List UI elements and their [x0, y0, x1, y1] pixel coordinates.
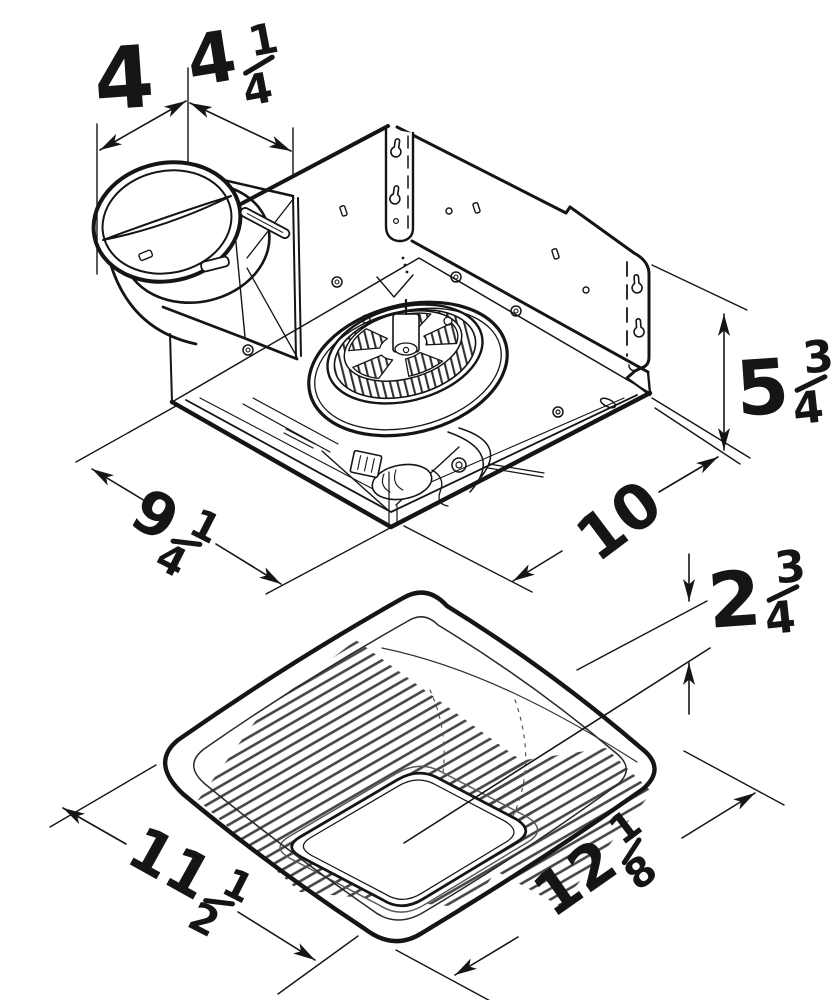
lens-leader-line [403, 647, 711, 844]
housing-dimension-lines [75, 67, 751, 595]
dim-fraction: 1 4 [238, 12, 283, 117]
dim-duct-offset: 4 1 4 [181, 12, 283, 117]
dim-value: 2 [704, 553, 764, 646]
dim-fraction: 3 4 [789, 330, 833, 436]
dim-duct-diameter: 4 [90, 27, 158, 131]
grille-dimension-lines [49, 553, 785, 1000]
dim-grille-height: 2 3 4 [704, 541, 808, 646]
dim-value: 5 [732, 341, 792, 434]
fan-housing-drawing [75, 67, 751, 595]
dim-value: 4 [90, 27, 158, 131]
dim-fraction: 3 4 [761, 540, 808, 646]
grille-drawing [49, 553, 785, 1000]
dim-value: 4 [181, 14, 242, 104]
dim-housing-height: 5 3 4 [732, 331, 833, 436]
